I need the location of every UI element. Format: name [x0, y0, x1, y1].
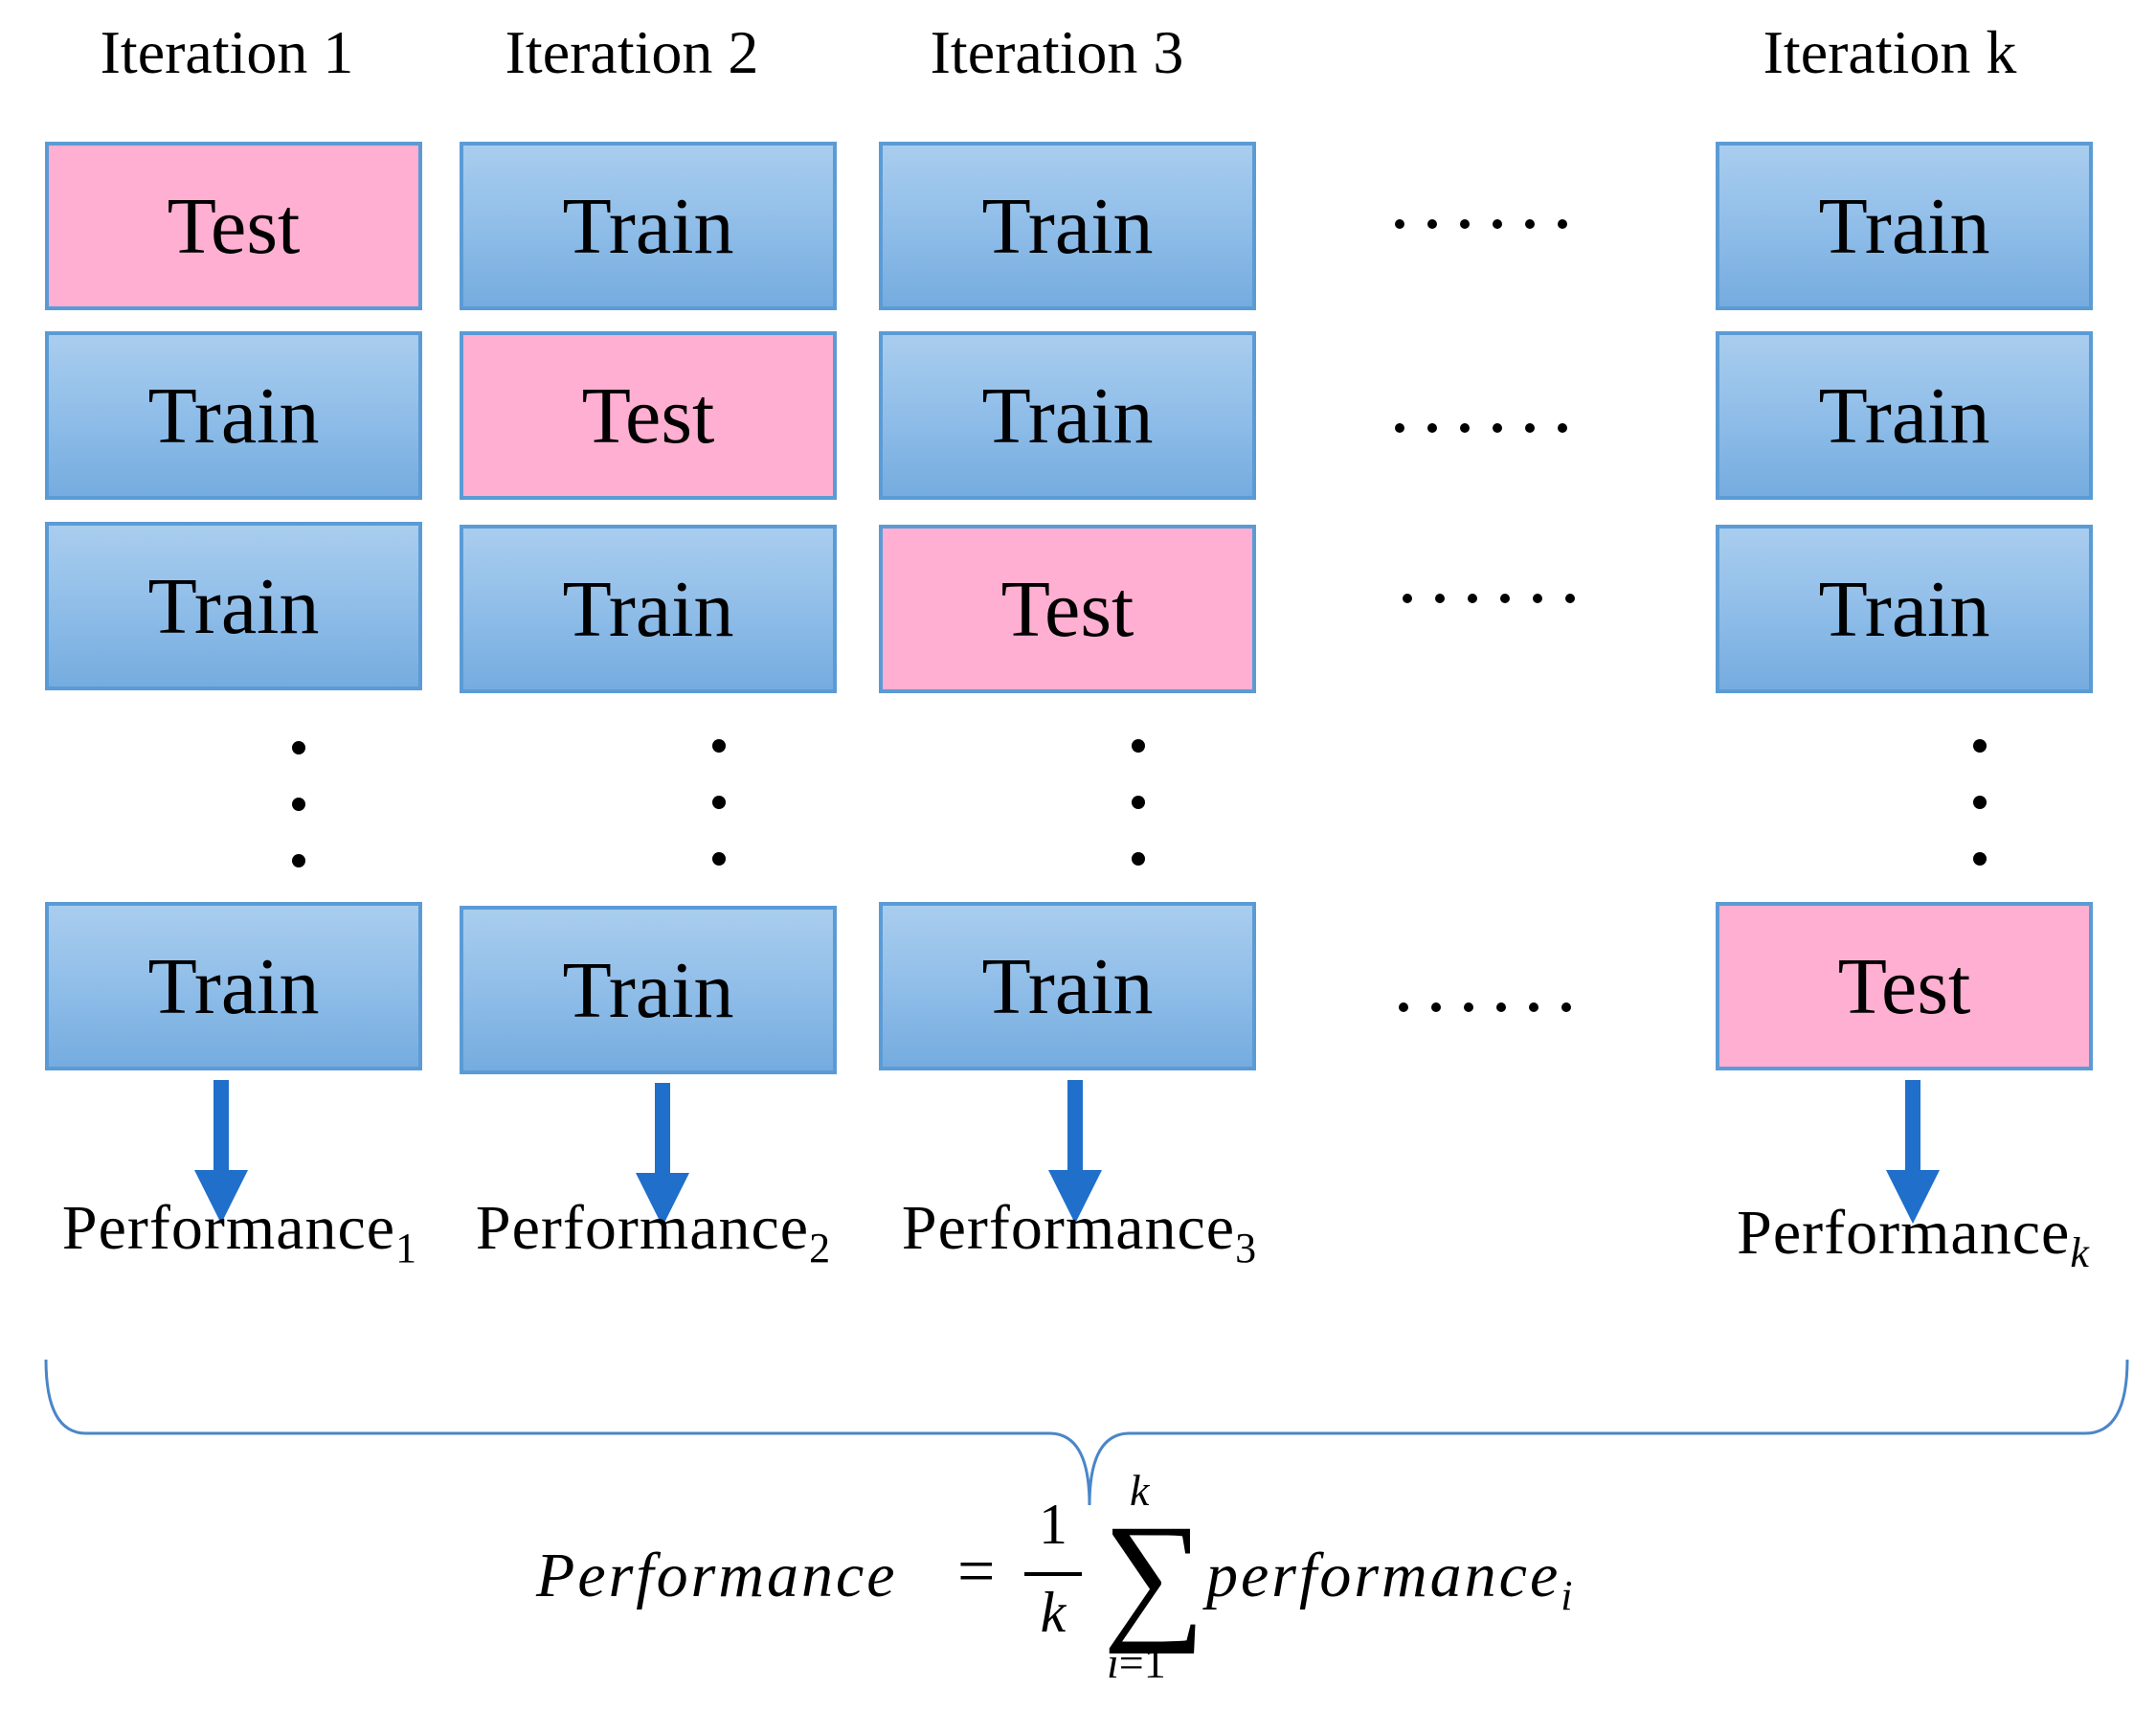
header-iteration-3: Iteration 3	[930, 18, 1184, 86]
fold-cell: Train	[45, 522, 422, 690]
fold-cell: Train	[879, 331, 1256, 500]
vertical-ellipsis	[292, 741, 305, 867]
fold-cell: Test	[460, 331, 837, 500]
down-arrow-icon	[636, 1083, 689, 1227]
fold-cell: Train	[460, 142, 837, 310]
performance-label-1: Performance1	[61, 1193, 417, 1272]
fold-cell: Train	[1716, 142, 2093, 310]
header-iteration-1: Iteration 1	[100, 18, 354, 86]
fold-cell: Train	[879, 902, 1256, 1070]
fraction-bar	[1024, 1572, 1082, 1576]
performance-label-k: Performancek	[1737, 1198, 2089, 1276]
formula-denominator: k	[1040, 1581, 1067, 1644]
horizontal-ellipsis	[1395, 423, 1567, 433]
fold-cell: Test	[45, 142, 422, 310]
vertical-ellipsis	[1973, 739, 1987, 866]
down-arrow-icon	[1048, 1080, 1102, 1224]
vertical-ellipsis	[1132, 739, 1145, 866]
fold-cell: Train	[45, 902, 422, 1070]
fold-cell: Train	[45, 331, 422, 500]
horizontal-ellipsis	[1403, 594, 1575, 603]
header-iteration-k: Iteration k	[1763, 18, 2017, 86]
sum-symbol: ∑	[1103, 1496, 1205, 1655]
header-iteration-2: Iteration 2	[505, 18, 759, 86]
performance-label-2: Performance2	[475, 1193, 831, 1272]
vertical-ellipsis	[712, 739, 726, 866]
fold-cell: Train	[879, 142, 1256, 310]
sum-upper-limit: k	[1130, 1466, 1150, 1515]
curly-brace	[44, 1359, 2129, 1506]
performance-label-3: Performance3	[901, 1193, 1257, 1272]
fold-cell: Train	[1716, 525, 2093, 693]
fold-cell: Train	[460, 906, 837, 1074]
fold-cell: Train	[460, 525, 837, 693]
fold-cell: Test	[1716, 902, 2093, 1070]
down-arrow-icon	[1886, 1080, 1940, 1224]
horizontal-ellipsis	[1399, 1002, 1571, 1012]
formula-rhs: performancei	[1206, 1541, 1576, 1619]
formula-lhs: Performance	[536, 1541, 898, 1610]
down-arrow-icon	[194, 1080, 248, 1224]
fold-cell: Test	[879, 525, 1256, 693]
fold-cell: Train	[1716, 331, 2093, 500]
average-performance-formula: Performance = 1 k k ∑ i=1 performancei	[536, 1465, 1647, 1695]
horizontal-ellipsis	[1395, 219, 1567, 229]
formula-numerator: 1	[1039, 1493, 1067, 1556]
formula-equals: =	[957, 1535, 996, 1609]
sum-lower-limit: i=1	[1107, 1638, 1166, 1687]
